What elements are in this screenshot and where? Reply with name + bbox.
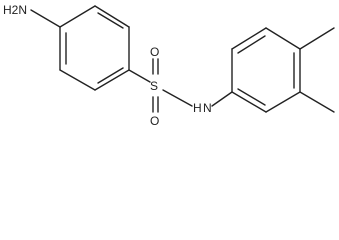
ring2-inner-bond-3 [237, 88, 266, 106]
amino-bond [30, 9, 61, 28]
methyl-bond-top [299, 27, 335, 50]
ring2-bond-5 [265, 91, 301, 113]
ring2-inner-bond-1 [237, 35, 266, 54]
ring1-bond-2 [94, 5, 130, 28]
ring2-bond-2 [231, 27, 267, 50]
ring-sulfur-bond [128, 69, 151, 83]
amino-label: H2N [3, 3, 27, 17]
ring1-inner-bond-2 [97, 67, 124, 84]
molecule-drawing: H2N S O O N H [3, 3, 335, 128]
ring1-inner-bond-1 [97, 12, 124, 29]
structure-diagram: H2N S O O N H [3, 3, 335, 128]
sulfur-label: S [150, 79, 158, 93]
amide-nitrogen-label: N [203, 101, 212, 115]
ring2-bond-3 [265, 27, 301, 50]
ring1-bond-5 [59, 69, 96, 91]
nitrogen-ring-bond [211, 91, 233, 107]
oxygen-bottom-label: O [150, 114, 159, 128]
ring1-bond-1 [59, 5, 96, 28]
ring1-bond-4 [94, 69, 130, 91]
amide-hydrogen-label: H [193, 101, 202, 115]
dimethylphenyl-ring [231, 27, 301, 113]
sulfur-nitrogen-bond [162, 89, 193, 107]
oxygen-top-label: O [150, 45, 159, 59]
aniline-ring [59, 5, 130, 91]
ring2-bond-6 [231, 91, 267, 113]
methyl-bond-bottom [299, 91, 335, 113]
